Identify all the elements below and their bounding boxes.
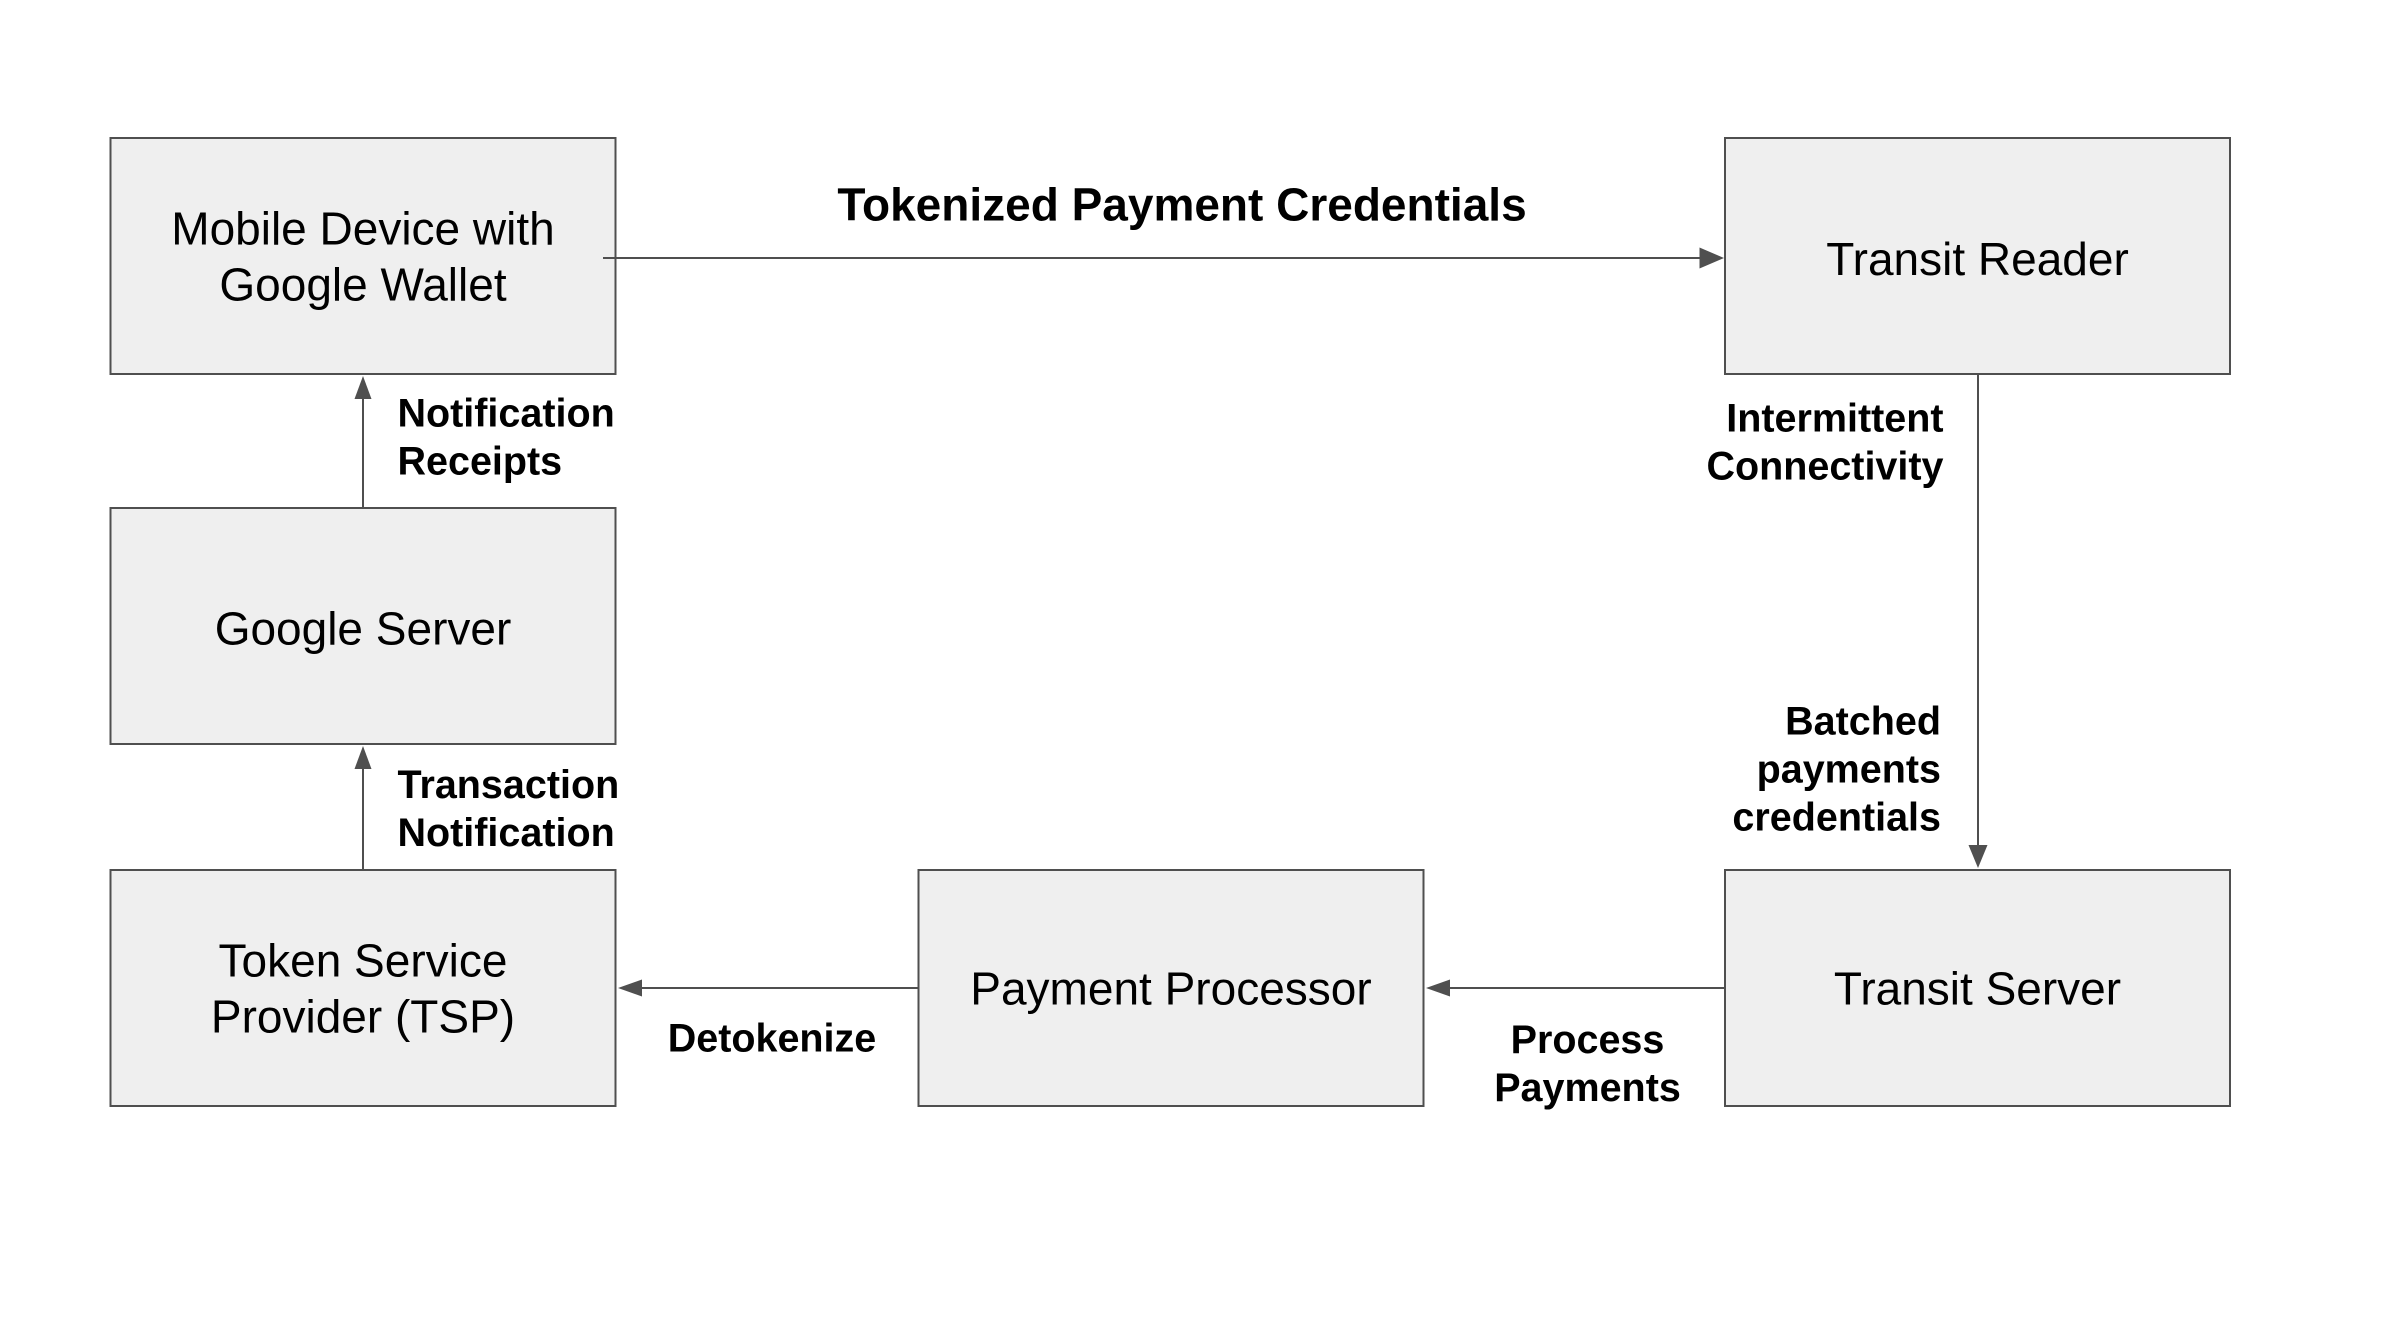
- svg-text:Batched: Batched: [1785, 700, 1941, 744]
- svg-text:payments: payments: [1757, 748, 1941, 792]
- svg-text:credentials: credentials: [1732, 796, 1941, 840]
- svg-text:Intermittent: Intermittent: [1726, 397, 1943, 441]
- svg-text:Transaction: Transaction: [398, 763, 620, 807]
- svg-text:Receipts: Receipts: [398, 440, 563, 484]
- svg-text:Mobile Device with: Mobile Device with: [171, 203, 554, 255]
- svg-text:Provider (TSP): Provider (TSP): [211, 991, 515, 1043]
- svg-text:Connectivity: Connectivity: [1706, 445, 1943, 489]
- svg-text:Token Service: Token Service: [219, 935, 508, 987]
- svg-text:Transit Reader: Transit Reader: [1826, 233, 2129, 285]
- svg-text:Payments: Payments: [1494, 1066, 1681, 1110]
- svg-text:Detokenize: Detokenize: [668, 1017, 877, 1061]
- svg-text:Payment Processor: Payment Processor: [970, 963, 1371, 1015]
- svg-text:Notification: Notification: [398, 392, 615, 436]
- svg-text:Google Wallet: Google Wallet: [219, 259, 506, 311]
- svg-text:Notification: Notification: [398, 811, 615, 855]
- svg-text:Google Server: Google Server: [215, 603, 512, 655]
- svg-text:Transit Server: Transit Server: [1834, 963, 2121, 1015]
- svg-text:Process: Process: [1511, 1018, 1665, 1062]
- svg-text:Tokenized Payment Credentials: Tokenized Payment Credentials: [837, 179, 1526, 231]
